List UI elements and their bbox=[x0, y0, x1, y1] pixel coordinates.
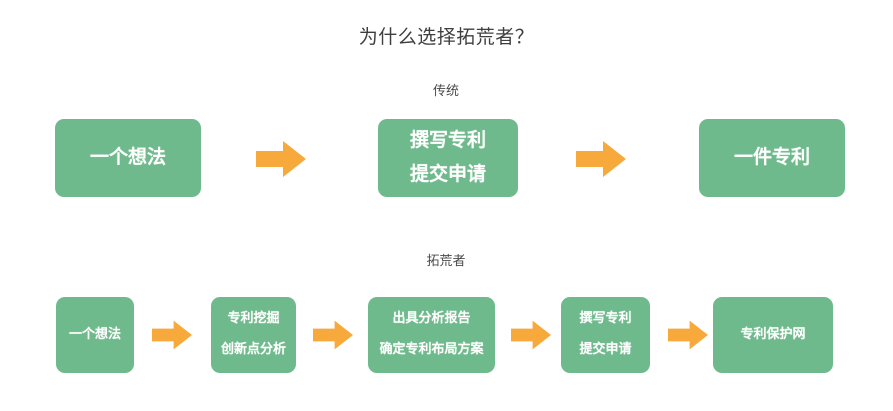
flow-box-line: 出具分析报告 bbox=[392, 311, 471, 327]
flow-box-pioneer-1[interactable]: 一个想法 bbox=[56, 297, 134, 373]
right-arrow-icon bbox=[152, 318, 192, 352]
flow-box-line: 创新点分析 bbox=[220, 341, 286, 357]
flow-box-line: 提交申请 bbox=[409, 162, 486, 185]
right-arrow-icon bbox=[256, 139, 306, 179]
right-arrow-icon bbox=[511, 318, 551, 352]
flow-box-line: 确定专利布局方案 bbox=[379, 341, 484, 357]
flow-box-line: 一个想法 bbox=[68, 326, 121, 342]
flow-box-pioneer-3[interactable]: 出具分析报告 确定专利布局方案 bbox=[368, 297, 495, 373]
flow-box-line: 专利挖掘 bbox=[227, 311, 280, 327]
right-arrow-icon bbox=[668, 318, 708, 352]
section-caption-pioneer: 拓荒者 bbox=[426, 254, 466, 269]
flow-box-line: 一件专利 bbox=[733, 146, 810, 169]
flow-box-line: 撰写专利 bbox=[409, 129, 486, 152]
flow-box-line: 提交申请 bbox=[579, 341, 632, 357]
flow-box-line: 一个想法 bbox=[89, 146, 166, 169]
flow-box-traditional-1[interactable]: 一个想法 bbox=[55, 119, 201, 197]
right-arrow-icon bbox=[313, 318, 353, 352]
flow-box-pioneer-2[interactable]: 专利挖掘 创新点分析 bbox=[211, 297, 296, 373]
flow-box-traditional-2[interactable]: 撰写专利 提交申请 bbox=[378, 119, 518, 197]
section-caption-traditional: 传统 bbox=[432, 84, 459, 99]
flow-box-line: 专利保护网 bbox=[740, 326, 806, 342]
flow-box-pioneer-5[interactable]: 专利保护网 bbox=[713, 297, 833, 373]
page-title: 为什么选择拓荒者？ bbox=[358, 26, 535, 48]
flow-box-pioneer-4[interactable]: 撰写专利 提交申请 bbox=[561, 297, 650, 373]
right-arrow-icon bbox=[576, 139, 626, 179]
flow-box-line: 撰写专利 bbox=[579, 311, 632, 327]
flow-box-traditional-3[interactable]: 一件专利 bbox=[699, 119, 845, 197]
